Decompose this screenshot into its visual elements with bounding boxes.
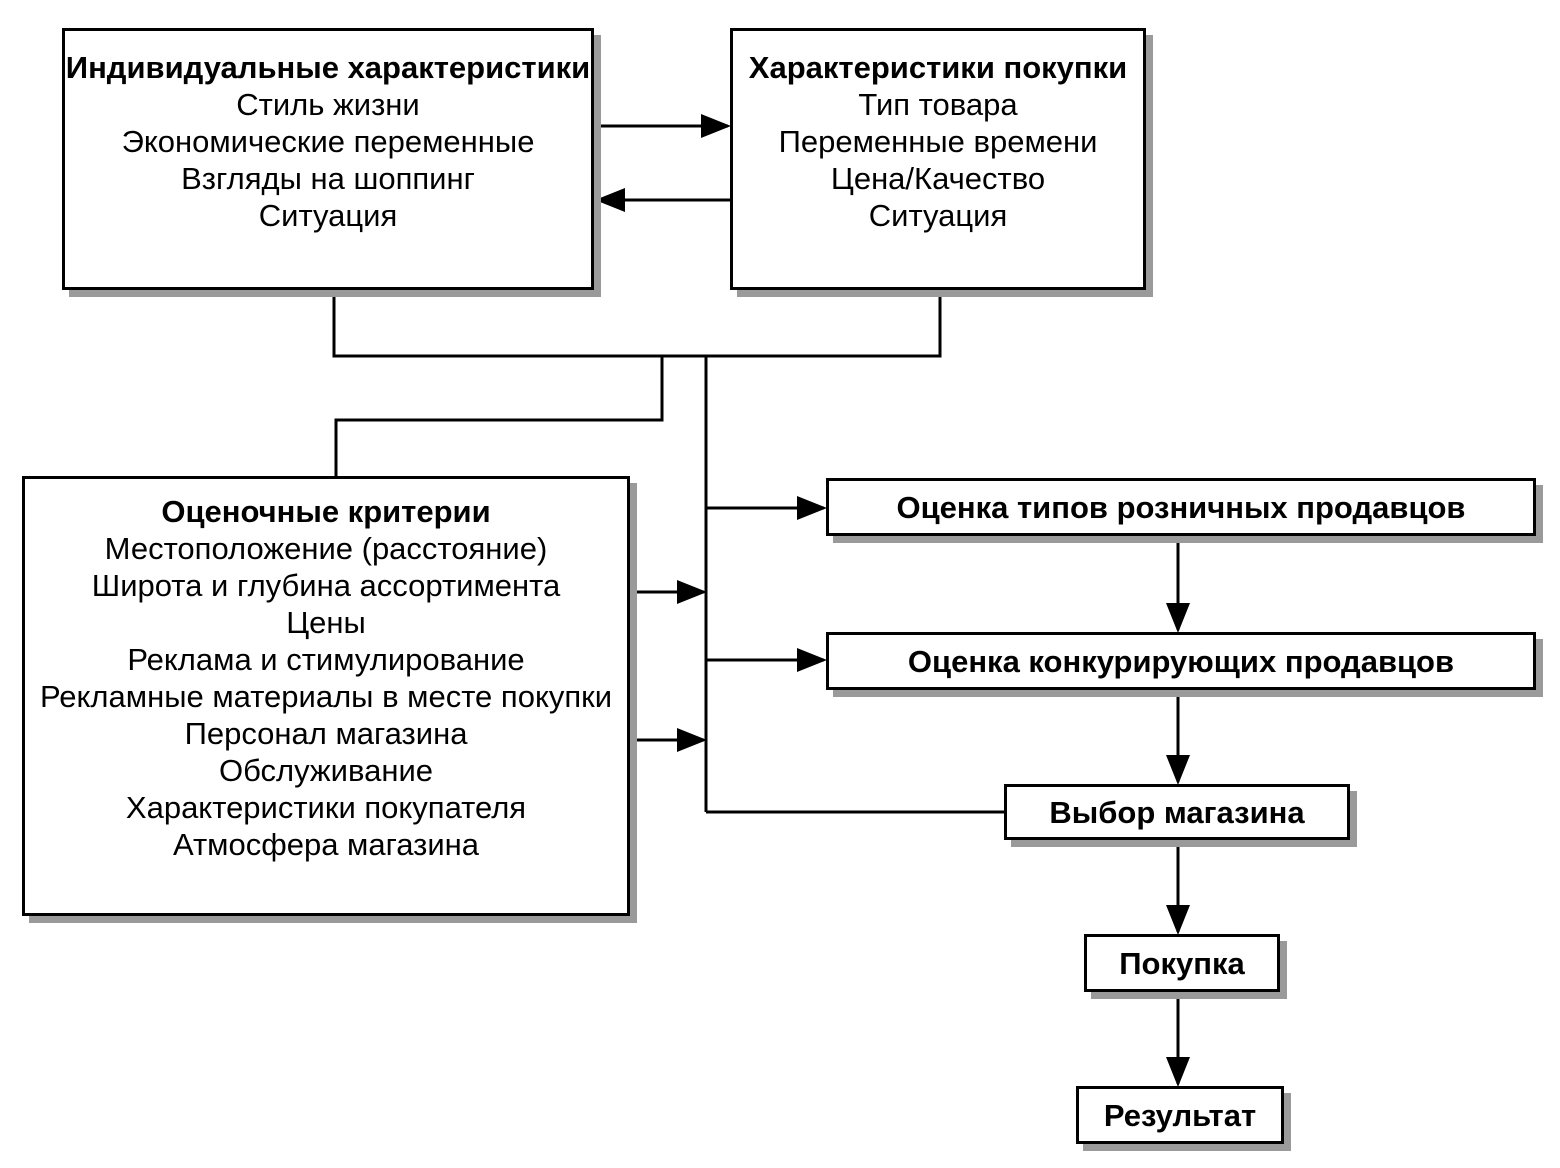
purchase-chars-item: Цена/Качество [830, 161, 1046, 196]
individual-item: Взгляды на шоппинг [181, 161, 475, 196]
top-join-line [332, 292, 942, 358]
criteria-join-line [334, 356, 664, 476]
purchase-characteristics-box: Характеристики покупки Тип товара Переме… [730, 28, 1146, 290]
purchase-label: Покупка [1119, 945, 1245, 981]
individual-characteristics-box: Индивидуальные характеристики Стиль жизн… [62, 28, 594, 290]
criteria-item: Рекламные материалы в месте покупки [39, 679, 613, 714]
individual-title: Индивидуальные характеристики [65, 50, 591, 85]
individual-item: Экономические переменные [121, 124, 535, 159]
competing-retailers-evaluation-box: Оценка конкурирующих продавцов [826, 632, 1536, 690]
purchase-box: Покупка [1084, 934, 1280, 992]
individual-item: Стиль жизни [236, 87, 420, 122]
criteria-item: Характеристики покупателя [125, 790, 527, 825]
retailer-types-evaluation-box: Оценка типов розничных продавцов [826, 478, 1536, 536]
result-box: Результат [1076, 1086, 1284, 1144]
retailer-types-label: Оценка типов розничных продавцов [896, 489, 1466, 525]
evaluation-criteria-box: Оценочные критерии Местоположение (расст… [22, 476, 630, 916]
criteria-item: Местоположение (расстояние) [104, 531, 548, 566]
criteria-title: Оценочные критерии [161, 494, 491, 529]
individual-item: Ситуация [258, 198, 398, 233]
criteria-item: Атмосфера магазина [172, 827, 480, 862]
purchase-chars-title: Характеристики покупки [748, 50, 1128, 85]
result-label: Результат [1103, 1097, 1257, 1133]
criteria-item: Широта и глубина ассортимента [91, 568, 561, 603]
criteria-item: Реклама и стимулирование [127, 642, 525, 677]
purchase-chars-item: Тип товара [858, 87, 1018, 122]
purchase-chars-item: Ситуация [868, 198, 1008, 233]
criteria-item: Цены [286, 605, 366, 640]
store-choice-box: Выбор магазина [1004, 784, 1350, 840]
competing-label: Оценка конкурирующих продавцов [907, 643, 1455, 679]
store-choice-label: Выбор магазина [1049, 794, 1305, 830]
criteria-item: Обслуживание [218, 753, 434, 788]
criteria-item: Персонал магазина [184, 716, 468, 751]
purchase-chars-item: Переменные времени [778, 124, 1098, 159]
